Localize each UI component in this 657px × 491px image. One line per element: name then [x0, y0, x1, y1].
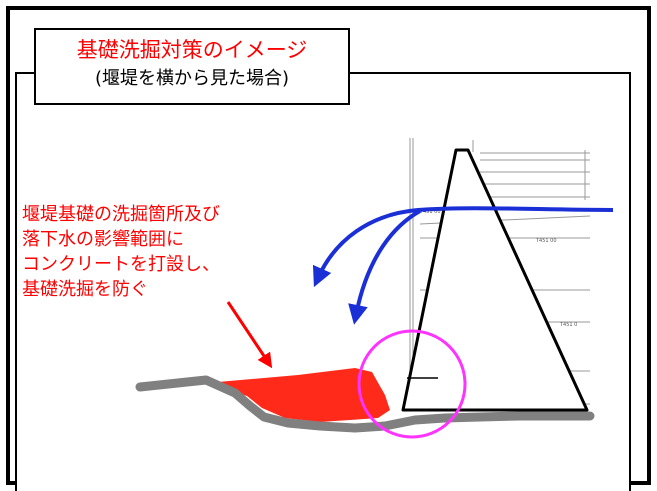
- riverbed-profile: [135, 375, 595, 433]
- svg-text:T451 00: T451 00: [419, 209, 441, 215]
- title-box: 基礎洗掘対策のイメージ (堰堤を横から見た場合): [34, 28, 350, 105]
- annotation-line: コンクリートを打設し、: [22, 254, 220, 275]
- blue-curved-arrow-icon: [348, 209, 421, 325]
- annotation-line: 基礎洗掘を防ぐ: [22, 279, 148, 300]
- annotation-line: 堰堤基礎の洗掘箇所及び: [22, 204, 220, 225]
- dam-body: [401, 148, 589, 412]
- annotation-line: 落下水の影響範囲に: [22, 229, 184, 250]
- page-subtitle: (堰堤を横から見た場合): [94, 68, 290, 89]
- svg-text:T451 0: T451 0: [559, 322, 577, 328]
- red-arrow-icon: [226, 301, 273, 369]
- page-title: 基礎洗掘対策のイメージ: [76, 38, 308, 62]
- svg-text:T451 00: T451 00: [535, 238, 557, 244]
- concrete-placement-area: [206, 368, 390, 422]
- magenta-circle-icon: [357, 329, 467, 439]
- annotation-text: 堰堤基礎の洗掘箇所及び 落下水の影響範囲に コンクリートを打設し、 基礎洗掘を防…: [22, 202, 292, 302]
